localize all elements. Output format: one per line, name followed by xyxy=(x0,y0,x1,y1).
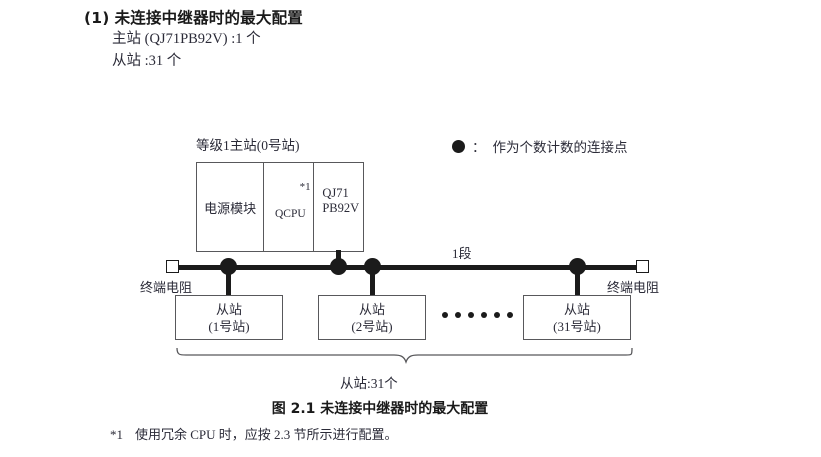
slave-station-1: 从站 (1号站) xyxy=(175,295,283,340)
module-power-supply: 电源模块 xyxy=(197,163,265,251)
slave-station-2-title: 从站 xyxy=(358,301,385,317)
terminator-right-icon xyxy=(636,260,649,273)
footnote-text: 使用冗余 CPU 时，应按 2.3 节所示进行配置。 xyxy=(135,427,398,442)
master-station-label: 等级1主站(0号站) xyxy=(196,138,300,153)
slave-station-2-number: (2号站) xyxy=(351,318,393,334)
connection-node-master xyxy=(330,258,347,275)
slave-station-31-title: 从站 xyxy=(563,301,590,317)
slave-station-1-number: (1号站) xyxy=(208,318,250,334)
heading-block: (1)未连接中继器时的最大配置 主站 (QJ71PB92V) :1 个 从站 :… xyxy=(84,8,604,72)
module-qcpu-label: QCPU xyxy=(275,208,306,220)
footnote-marker: *1 xyxy=(299,181,311,193)
terminator-left-icon xyxy=(166,260,179,273)
drop-stem-slave-1 xyxy=(226,272,231,296)
slave-group-brace xyxy=(176,347,636,373)
bus-line xyxy=(174,264,642,270)
slave-count-line: 从站 :31 个 xyxy=(112,53,182,69)
section-title: 未连接中继器时的最大配置 xyxy=(114,9,303,27)
slave-station-2: 从站 (2号站) xyxy=(318,295,426,340)
connection-node-slave-1 xyxy=(220,258,237,275)
slave-group-label: 从站:31个 xyxy=(340,376,398,391)
legend: ： 作为个数计数的连接点 xyxy=(452,136,628,156)
footnote: *1 使用冗余 CPU 时，应按 2.3 节所示进行配置。 xyxy=(110,424,398,443)
footnote-mark: *1 xyxy=(110,427,123,442)
ellipsis-dots xyxy=(442,312,513,318)
connection-node-slave-2 xyxy=(364,258,381,275)
legend-label: 作为个数计数的连接点 xyxy=(492,140,628,155)
page-title: (1)未连接中继器时的最大配置 xyxy=(84,8,604,28)
connection-node-slave-31 xyxy=(569,258,586,275)
segment-label: 1段 xyxy=(452,246,472,261)
slave-station-31: 从站 (31号站) xyxy=(523,295,631,340)
section-number: (1) xyxy=(84,9,110,27)
terminator-left-label: 终端电阻 xyxy=(140,280,193,295)
slave-station-31-number: (31号站) xyxy=(553,318,601,334)
master-count-line: 主站 (QJ71PB92V) :1 个 xyxy=(112,31,261,47)
module-power-supply-label: 电源模块 xyxy=(204,200,257,216)
slave-station-1-title: 从站 xyxy=(215,301,242,317)
module-qcpu: QCPU *1 xyxy=(264,163,314,251)
figure-caption: 图 2.1 未连接中继器时的最大配置 xyxy=(271,401,489,417)
drop-stem-slave-2 xyxy=(370,272,375,296)
filled-circle-icon xyxy=(452,139,465,153)
terminator-right-label: 终端电阻 xyxy=(607,280,660,295)
drop-stem-slave-31 xyxy=(575,272,580,296)
legend-colon: ： xyxy=(472,140,486,155)
